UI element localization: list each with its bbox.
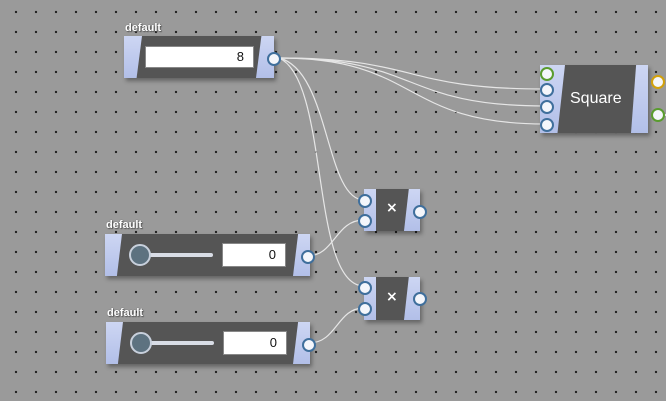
multiply-1-input-port-1[interactable] xyxy=(358,194,372,208)
number-node-label: default xyxy=(125,22,162,34)
slider-node-2-body[interactable]: 0 xyxy=(106,322,310,364)
slider-node-2-label: default xyxy=(107,307,144,319)
square-node[interactable]: Square xyxy=(538,63,666,135)
wire-number-to-square-port-3 xyxy=(278,57,546,107)
slider-1-track[interactable] xyxy=(133,253,213,257)
slider-2-knob[interactable] xyxy=(130,332,152,354)
square-output-port-1[interactable] xyxy=(651,75,665,89)
multiply-2-output-port[interactable] xyxy=(413,292,427,306)
number-output-port[interactable] xyxy=(267,52,281,66)
multiply-node-2-right-cap[interactable] xyxy=(404,277,420,320)
multiply-2-input-port-1[interactable] xyxy=(358,281,372,295)
multiply-node-1[interactable]: × xyxy=(356,188,428,234)
square-node-title: Square xyxy=(570,90,622,107)
number-value-input[interactable]: 8 xyxy=(145,46,254,68)
slider-node-2-left-cap[interactable] xyxy=(106,322,123,364)
slider-node-1-left-cap[interactable] xyxy=(105,234,122,276)
multiply-2-input-port-2[interactable] xyxy=(358,302,372,316)
slider-1-value-input[interactable]: 0 xyxy=(222,243,286,267)
slider-2-track[interactable] xyxy=(134,341,214,345)
multiply-node-1-body[interactable]: × xyxy=(364,189,420,231)
number-node-body[interactable]: 8 xyxy=(124,36,274,78)
multiply-node-2-body[interactable]: × xyxy=(364,277,420,320)
slider-1-output-port[interactable] xyxy=(301,250,315,264)
square-input-port-4[interactable] xyxy=(540,118,554,132)
number-node-left-cap[interactable] xyxy=(124,36,142,78)
slider-1-knob[interactable] xyxy=(129,244,151,266)
square-output-port-2[interactable] xyxy=(651,108,665,122)
wire-number-to-square-port-2 xyxy=(278,57,546,90)
slider-node-1-label: default xyxy=(106,219,143,231)
slider-2-value-input[interactable]: 0 xyxy=(223,331,287,355)
slider-node-1-body[interactable]: 0 xyxy=(105,234,310,276)
slider-node-2[interactable]: default 0 xyxy=(106,307,320,367)
square-input-port-1[interactable] xyxy=(540,67,554,81)
multiply-icon: × xyxy=(386,200,398,216)
square-input-port-2[interactable] xyxy=(540,83,554,97)
multiply-1-input-port-2[interactable] xyxy=(358,214,372,228)
multiply-icon: × xyxy=(386,289,398,305)
slider-2-output-port[interactable] xyxy=(302,338,316,352)
number-node[interactable]: default 8 xyxy=(124,22,286,80)
wire-number-to-multiply-1 xyxy=(278,57,365,201)
number-node-right-cap[interactable] xyxy=(256,36,274,78)
square-input-port-3[interactable] xyxy=(540,100,554,114)
multiply-node-2[interactable]: × xyxy=(356,276,428,322)
multiply-node-1-right-cap[interactable] xyxy=(404,189,420,231)
square-node-body[interactable]: Square xyxy=(540,65,648,133)
slider-node-1[interactable]: default 0 xyxy=(105,219,317,279)
slider-node-2-right-cap[interactable] xyxy=(293,322,310,364)
square-node-right-cap[interactable] xyxy=(631,65,648,133)
wire-number-to-square-port-4 xyxy=(278,57,546,125)
multiply-1-output-port[interactable] xyxy=(413,205,427,219)
